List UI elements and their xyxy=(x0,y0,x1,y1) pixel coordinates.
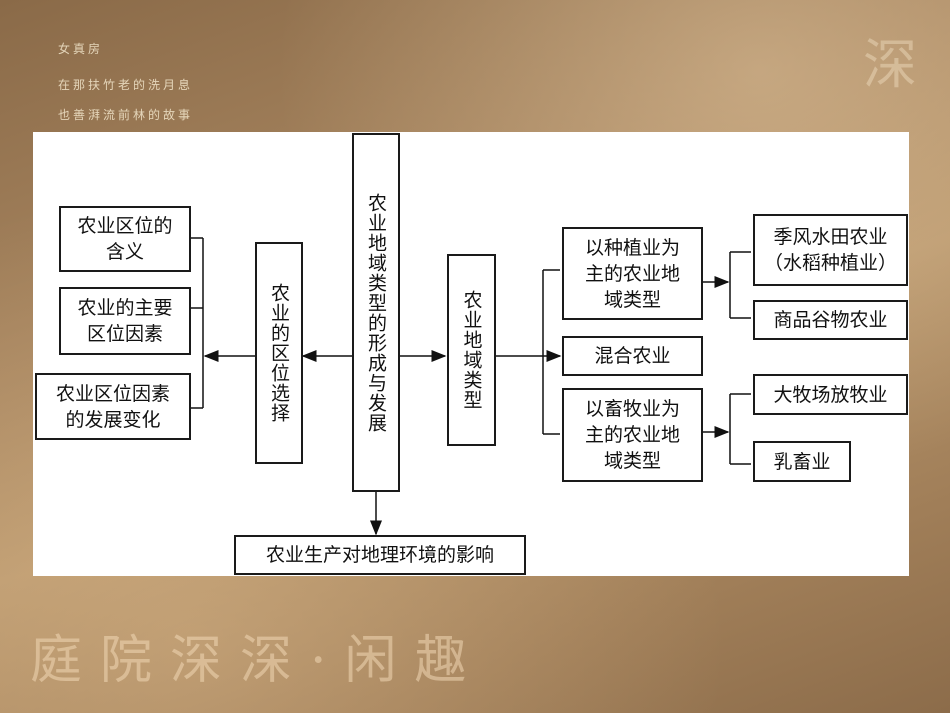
poem-line-1: 女真房 xyxy=(58,42,104,56)
calligraphy-decoration: 庭院深深·闲趣 xyxy=(30,631,485,691)
poem-line-3: 也善湃流前林的故事 xyxy=(58,108,194,122)
box-location-choice: 农业的区位选择 xyxy=(255,242,303,464)
box-main-location-factors: 农业的主要 区位因素 xyxy=(59,287,191,355)
box-center-topic: 农业地域类型的形成与发展 xyxy=(352,133,400,492)
box-environment-impact: 农业生产对地理环境的影响 xyxy=(234,535,526,575)
box-dairy: 乳畜业 xyxy=(753,441,851,482)
corner-seal-decoration: 深 xyxy=(863,33,917,96)
box-agricultural-regions: 农业地域类型 xyxy=(447,254,496,446)
connector-lines xyxy=(191,237,751,536)
box-monsoon-paddy: 季风水田农业 （水稻种植业） xyxy=(753,214,908,286)
box-commercial-grain: 商品谷物农业 xyxy=(753,300,908,340)
concept-map-panel: 农业区位的 含义 农业的主要 区位因素 农业区位因素 的发展变化 农业的区位选择… xyxy=(33,132,909,576)
box-planting-type: 以种植业为 主的农业地 域类型 xyxy=(562,227,703,320)
box-mixed-farming: 混合农业 xyxy=(562,336,703,376)
box-livestock-type: 以畜牧业为 主的农业地 域类型 xyxy=(562,388,703,482)
box-ranching: 大牧场放牧业 xyxy=(753,374,908,415)
box-factor-changes: 农业区位因素 的发展变化 xyxy=(35,373,191,440)
box-location-meaning: 农业区位的 含义 xyxy=(59,206,191,272)
poem-line-2: 在那扶竹老的洗月息 xyxy=(58,78,194,92)
